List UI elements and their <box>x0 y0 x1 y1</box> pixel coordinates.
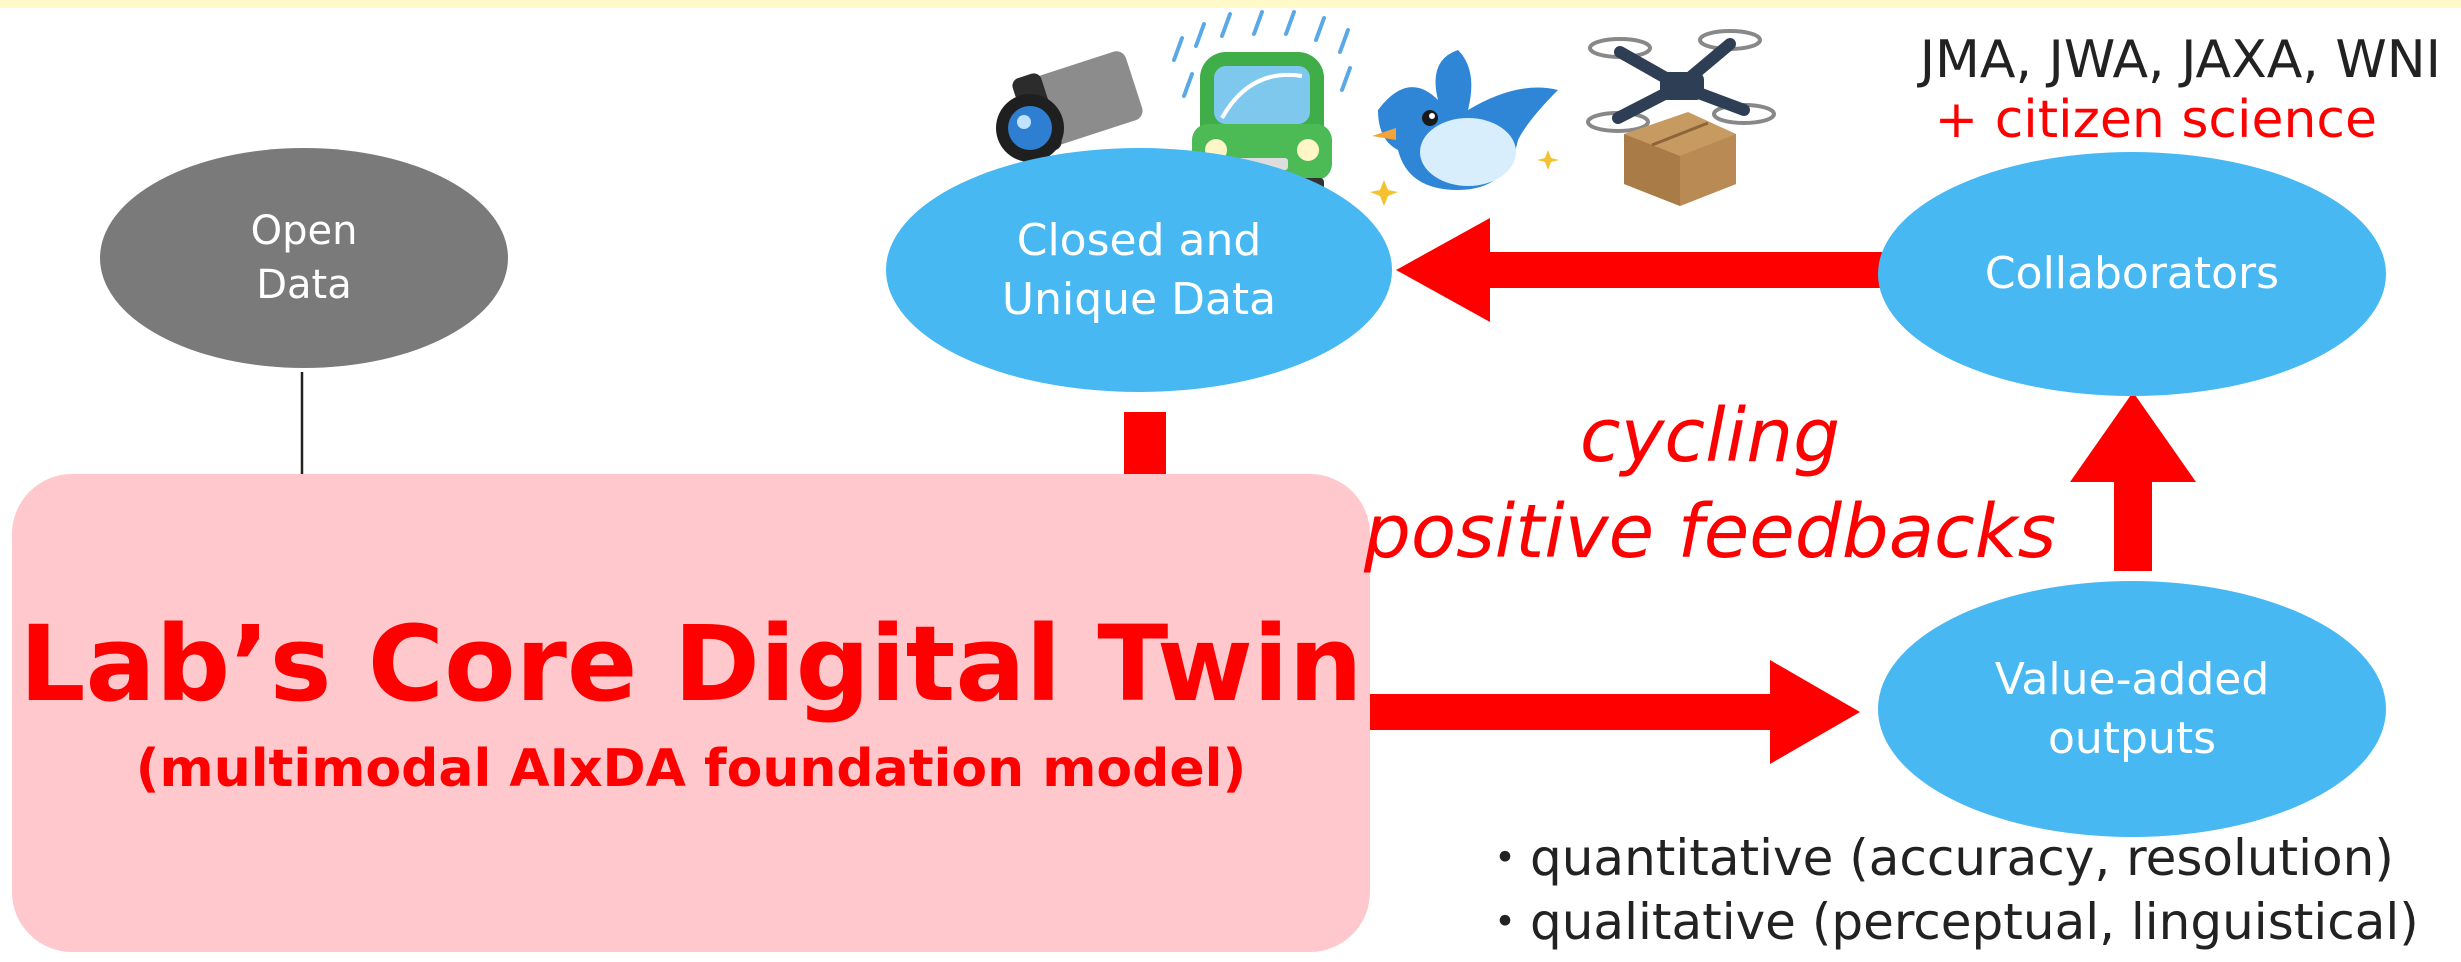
core-to-value-arrow <box>1370 660 1860 764</box>
collab-to-closed-arrow <box>1396 218 1900 322</box>
car-in-rain-icon <box>1172 10 1352 196</box>
bird-icon <box>1370 50 1559 206</box>
cycling-feedback-label: cycling positive feedbacks <box>1363 393 2057 576</box>
delivery-drone-icon <box>1586 29 1776 206</box>
collaborators-node: Collaborators <box>1878 152 2386 396</box>
top-band <box>0 0 2461 8</box>
closed-unique-data-node: Closed and Unique Data <box>886 148 1392 392</box>
core-title: Lab’s Core Digital Twin <box>19 602 1363 725</box>
value-added-outputs-node: Value-added outputs <box>1878 581 2386 837</box>
open-data-node: Open Data <box>100 148 508 368</box>
security-camera-icon <box>996 51 1143 216</box>
output-bullet-list: quantitative (accuracy, resolution) qual… <box>1480 826 2419 954</box>
citizen-science-label: + citizen science <box>1934 90 2377 150</box>
core-subtitle: (multimodal AIxDA foundation model) <box>135 739 1247 800</box>
collaborator-agencies-label: JMA, JWA, JAXA, WNI <box>1919 30 2441 90</box>
core-digital-twin-box: Lab’s Core Digital Twin (multimodal AIxD… <box>12 474 1370 952</box>
value-to-collab-arrow <box>2070 392 2196 571</box>
output-bullet-quantitative: quantitative (accuracy, resolution) <box>1480 826 2419 890</box>
output-bullet-qualitative: qualitative (perceptual, linguistical) <box>1480 890 2419 954</box>
